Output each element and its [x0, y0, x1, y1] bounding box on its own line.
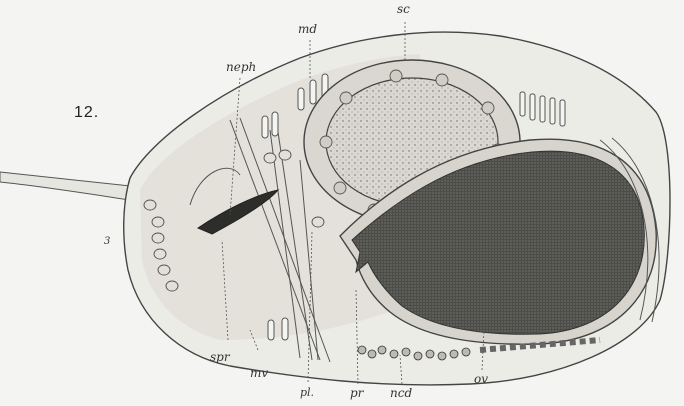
label-mv: mv	[250, 366, 268, 380]
label-pl: pl.	[300, 386, 314, 399]
posterior-extension	[0, 172, 130, 200]
label-3: 3	[104, 236, 110, 247]
label-ov: ov	[474, 372, 488, 386]
label-ncd: ncd	[390, 386, 412, 400]
label-spr: spr	[210, 350, 230, 364]
label-sc: sc	[397, 2, 410, 16]
label-pr: pr	[350, 386, 363, 400]
label-md: md	[298, 22, 317, 36]
label-neph: neph	[226, 60, 256, 74]
figure-number: 12.	[74, 104, 99, 122]
